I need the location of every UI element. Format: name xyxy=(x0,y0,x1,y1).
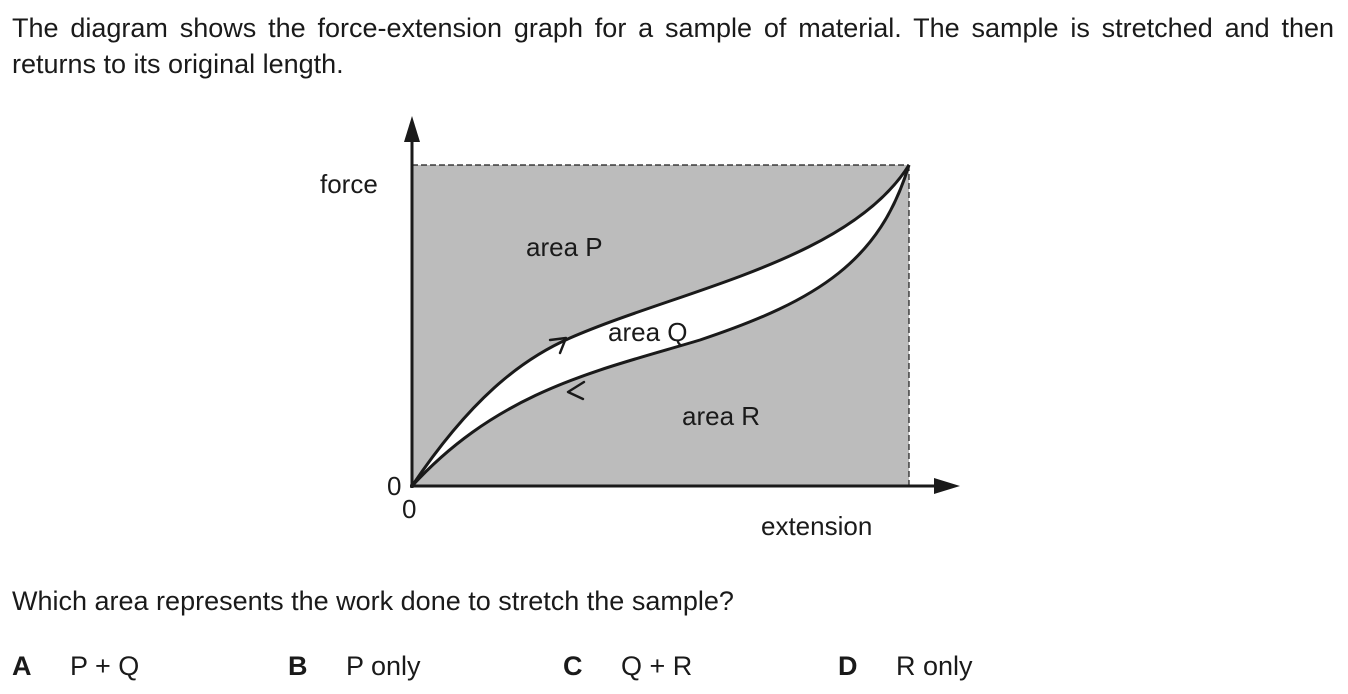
option-c[interactable]: C Q + R xyxy=(563,648,692,684)
y-axis-label: force xyxy=(320,169,378,199)
area-q-region xyxy=(412,165,909,486)
y-axis-arrow-icon xyxy=(404,116,420,142)
area-r-label: area R xyxy=(682,401,760,431)
option-d-text: R only xyxy=(896,651,973,681)
option-b-letter: B xyxy=(288,651,308,681)
x-axis-label: extension xyxy=(761,511,872,541)
loading-arrow-icon xyxy=(548,336,568,355)
option-c-text: Q + R xyxy=(621,651,693,681)
option-a[interactable]: A P + Q xyxy=(12,648,139,684)
loading-curve xyxy=(410,164,911,487)
x-origin-label: 0 xyxy=(402,494,416,524)
area-q-label: area Q xyxy=(608,317,688,347)
option-c-letter: C xyxy=(563,651,583,681)
question-text: Which area represents the work done to s… xyxy=(12,586,734,616)
option-a-text: P + Q xyxy=(70,651,140,681)
option-a-letter: A xyxy=(12,651,32,681)
question-intro: The diagram shows the force-extension gr… xyxy=(12,13,1334,79)
option-d-letter: D xyxy=(838,651,858,681)
unloading-curve xyxy=(410,164,911,488)
x-axis-arrow-icon xyxy=(934,478,960,494)
option-b-text: P only xyxy=(346,651,421,681)
unloading-arrow-icon xyxy=(566,380,586,401)
answer-options: A P + Q B P only C Q + R D R only xyxy=(0,648,1348,688)
option-b[interactable]: B P only xyxy=(288,648,421,684)
option-d[interactable]: D R only xyxy=(838,648,973,684)
area-p-label: area P xyxy=(526,232,603,262)
y-origin-label: 0 xyxy=(387,471,401,501)
